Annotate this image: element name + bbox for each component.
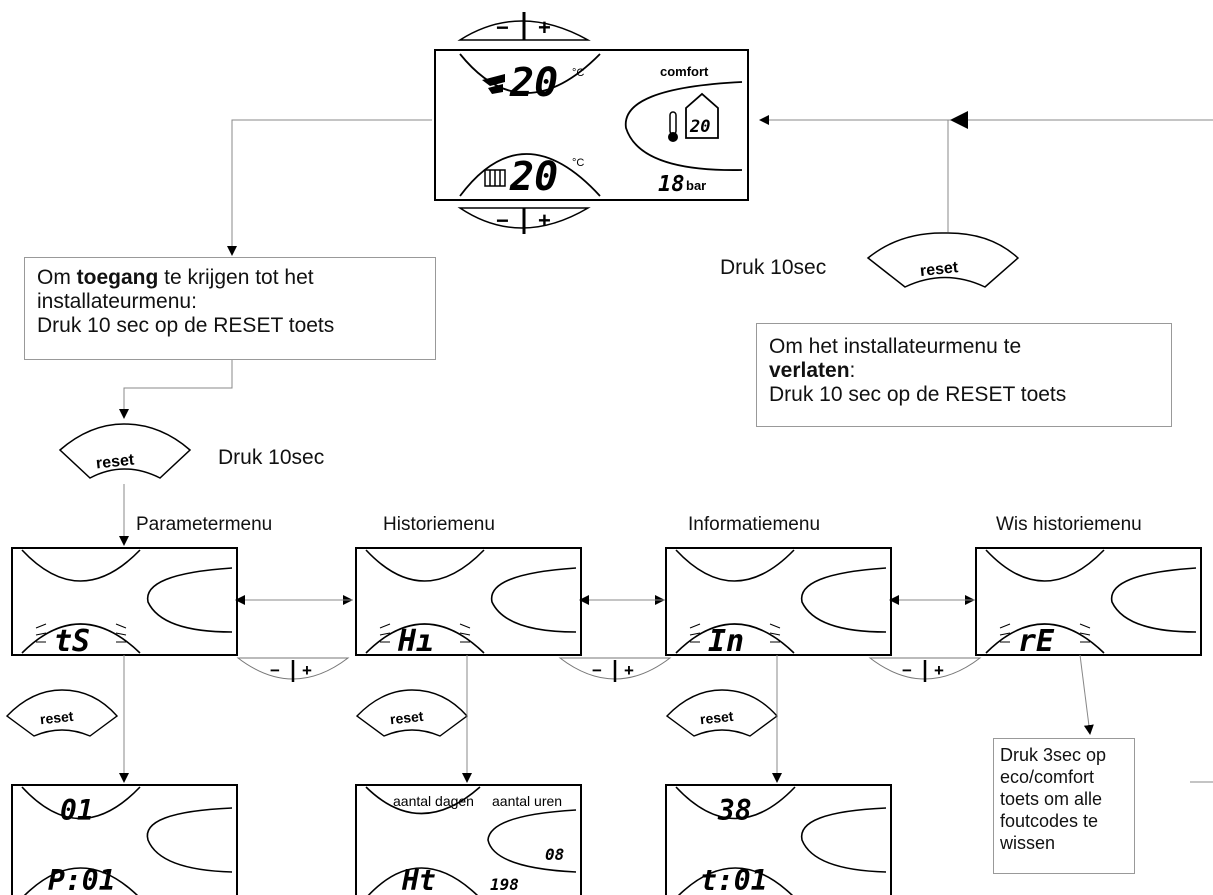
menu-display-param: tS (11, 547, 238, 659)
access-note-text: Om (37, 266, 77, 289)
days-label: aantal dagen (393, 793, 474, 809)
arrow-head (950, 111, 968, 129)
reset-label: reset (919, 259, 959, 280)
press-10sec-label: Druk 10sec (720, 256, 827, 279)
history-sub-display: aantal dagen aantal uren 08 198 Ht (355, 784, 582, 895)
reset-label: reset (39, 708, 74, 727)
access-note-text: te krijgen tot het installateurmenu: (37, 266, 314, 313)
param-sub-display: 01 P:01 (11, 784, 238, 895)
reset-label: reset (699, 708, 734, 727)
param-code: P:01 (48, 864, 115, 895)
exit-note-text: : (849, 359, 856, 382)
menu-plus-minus-button[interactable]: −+ (868, 657, 982, 682)
radiator-icon (484, 169, 506, 187)
menu-plus-minus-button[interactable]: −+ (558, 657, 672, 682)
room-temp: 20 (689, 117, 710, 137)
dhw-unit: °C (572, 67, 584, 79)
reset-label: reset (389, 708, 424, 727)
reset-label: reset (95, 451, 135, 472)
minus-label: − (496, 208, 509, 233)
house-thermometer-icon (668, 92, 719, 142)
days-value: 198 (490, 875, 519, 894)
plus-label: + (302, 661, 312, 680)
menu-code-clear: rE (1018, 624, 1055, 659)
dhw-plus-minus-button[interactable]: − + (457, 12, 591, 41)
history-code: Ht (401, 864, 436, 895)
minus-label: − (902, 661, 912, 680)
menu-title-clear: Wis historiemenu (996, 514, 1142, 535)
submenu-reset-button[interactable]: reset (5, 689, 119, 737)
submenu-reset-button[interactable]: reset (355, 689, 469, 737)
menu-title-history: Historiemenu (383, 514, 495, 535)
minus-label: − (592, 661, 602, 680)
info-code: t:01 (700, 864, 767, 895)
menu-title-param: Parametermenu (136, 514, 273, 535)
menu-code-info: In (708, 624, 744, 659)
plus-label: + (538, 208, 551, 233)
plus-label: + (624, 661, 634, 680)
menu-title-info: Informatiemenu (688, 514, 821, 535)
connector-line (119, 360, 233, 419)
minus-label: − (496, 15, 509, 40)
ch-unit: °C (572, 157, 584, 169)
access-note-text: Druk 10 sec op de RESET toets (37, 314, 335, 337)
menu-code-param: tS (54, 624, 90, 659)
exit-note: Om het installateurmenu te verlaten: Dru… (756, 323, 1172, 427)
exit-note-text: Om het installateurmenu te (769, 335, 1022, 358)
mode-label: comfort (660, 64, 709, 79)
exit-note-bold: verlaten (769, 359, 850, 382)
menu-display-info: In (665, 547, 892, 659)
tap-icon (482, 74, 505, 94)
connector-line (227, 119, 432, 256)
pressure-unit: bar (686, 178, 706, 193)
access-note: Om toegang te krijgen tot het installate… (24, 257, 436, 360)
menu-display-history: Hı (355, 547, 582, 659)
enter-reset-button[interactable]: reset (58, 423, 192, 479)
menu-code-history: Hı (397, 624, 434, 659)
ch-temp: 20 (509, 154, 558, 200)
submenu-reset-button[interactable]: reset (665, 689, 779, 737)
press-10sec-label: Druk 10sec (218, 446, 325, 469)
clear-history-note: Druk 3sec op eco/comfort toets om alle f… (993, 738, 1135, 874)
pressure-value: 18 (658, 172, 685, 197)
hours-label: aantal uren (492, 793, 562, 809)
submenu-arrows (119, 654, 1213, 783)
menu-plus-minus-button[interactable]: −+ (236, 657, 350, 682)
access-note-bold: toegang (76, 266, 159, 289)
exit-reset-button[interactable]: reset (866, 232, 1020, 288)
exit-note-text: Druk 10 sec op de RESET toets (769, 383, 1067, 406)
minus-label: − (270, 661, 280, 680)
param-value: 01 (60, 794, 94, 827)
menu-display-clear: rE (975, 547, 1202, 659)
main-display: − + 20 °C 20 °C comfort 20 18 (434, 12, 749, 234)
plus-label: + (934, 661, 944, 680)
dhw-temp: 20 (509, 60, 558, 106)
info-sub-display: 38 t:01 (665, 784, 892, 895)
hours-value: 08 (545, 845, 564, 864)
ch-plus-minus-button[interactable]: − + (457, 207, 591, 234)
plus-label: + (538, 15, 551, 40)
info-value: 38 (717, 794, 752, 827)
